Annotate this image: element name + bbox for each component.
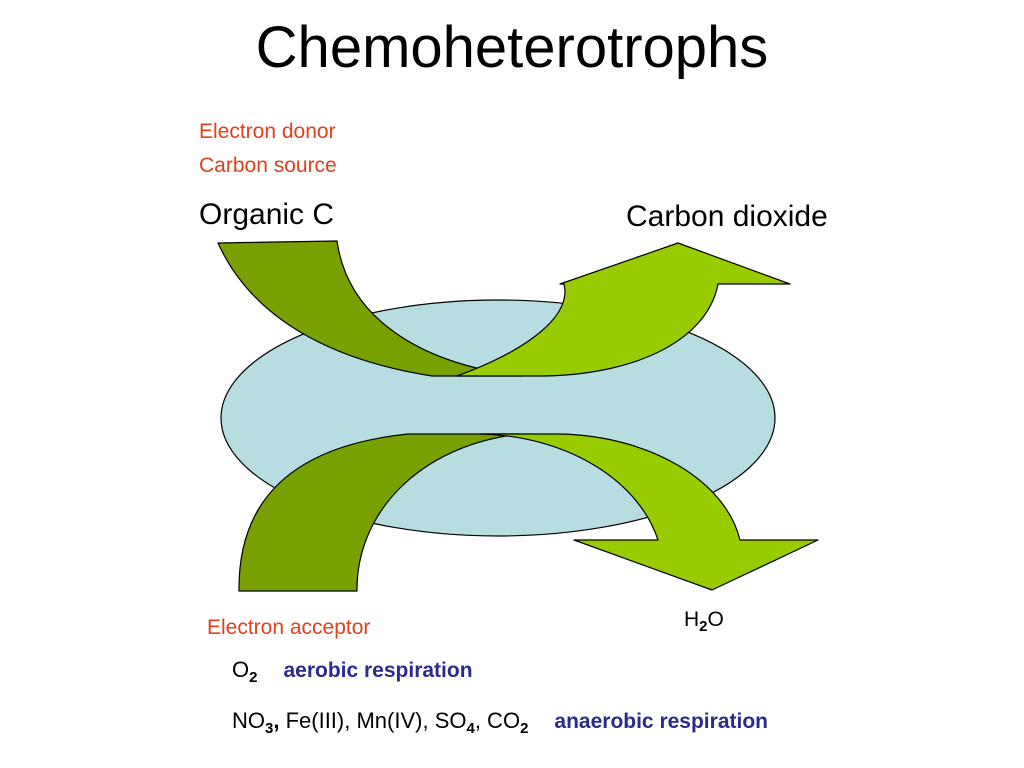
water-h: H [684,608,700,631]
aerobic-respiration-label: aerobic respiration [283,659,473,682]
nitrate-separator: , [273,708,280,733]
carbon-dioxide-output-arrow [456,242,791,377]
nitrate-formula: NO [232,708,265,733]
page-title: Chemoheterotrophs [255,15,769,80]
aerobic-line: O2 aerobic respiration [232,657,473,686]
organic-c-label: Organic C [199,198,335,231]
carbon-source-label: Carbon source [199,154,337,177]
electron-acceptor-label: Electron acceptor [207,616,371,639]
co2-sub: 2 [520,720,529,737]
anaerobic-line: NO3, Fe(III), Mn(IV), SO4, CO2 anaerobic … [232,708,768,737]
anaerobic-respiration-label: anaerobic respiration [554,710,768,733]
water-sub: 2 [699,618,708,635]
oxygen-sub: 2 [249,669,258,686]
water-output-arrow [479,433,819,591]
metal-acceptors: Fe(III), Mn(IV), SO [279,708,467,733]
water-label: H2O [684,608,724,635]
water-o: O [707,608,724,631]
co-formula: , CO [474,708,521,733]
carbon-dioxide-label: Carbon dioxide [626,200,828,233]
sulfate-sub: 4 [466,720,475,737]
nitrate-sub: 3 [265,720,274,737]
electron-donor-label: Electron donor [199,120,336,143]
oxygen-formula: O [232,657,250,682]
